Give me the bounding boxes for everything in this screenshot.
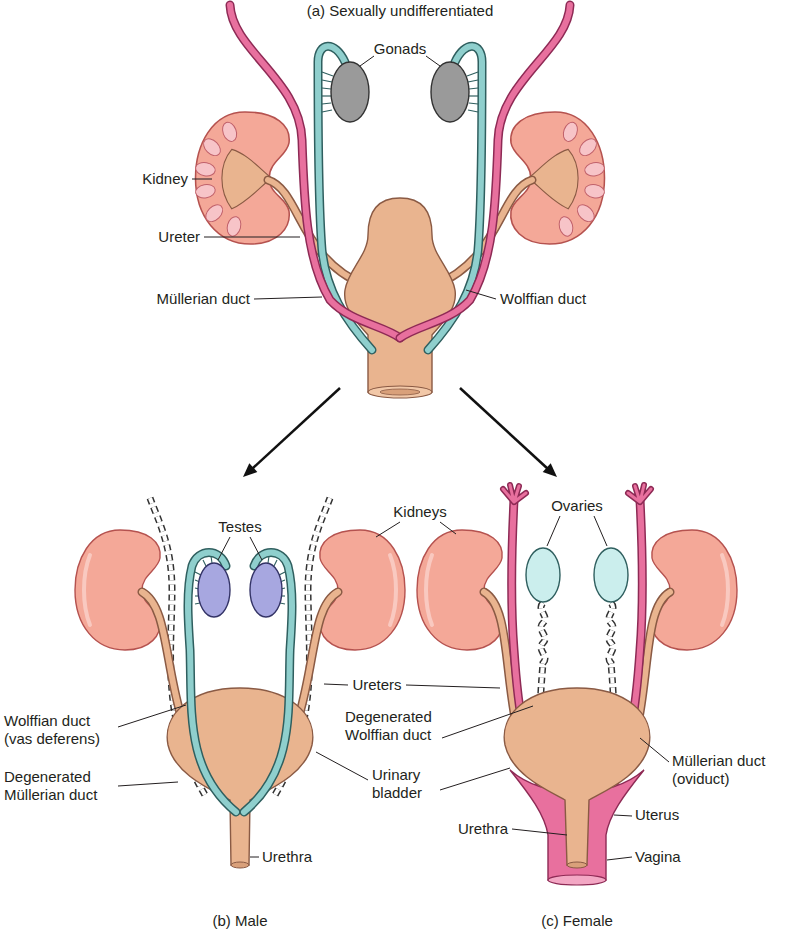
part-label: Ureter <box>158 228 200 246</box>
tubules <box>322 88 331 89</box>
male-duct-side <box>244 553 292 813</box>
leader-lines <box>512 829 567 835</box>
leader-lines <box>192 179 212 180</box>
tubules <box>203 560 206 566</box>
part-label: Vagina <box>635 848 681 866</box>
kidney <box>84 555 90 625</box>
kidney <box>75 530 160 650</box>
part-label: Degenerated Müllerian duct <box>4 768 116 804</box>
sinus-opening <box>368 386 432 398</box>
kidney <box>417 530 502 650</box>
leader-lines <box>547 516 560 546</box>
leader-lines <box>250 857 259 858</box>
leader-lines <box>376 522 400 537</box>
renal-pyramids <box>200 136 223 159</box>
urogenital-sinus <box>345 198 456 392</box>
leader-lines <box>614 815 632 816</box>
panel-caption: (b) Male <box>212 912 267 930</box>
part-label: Urethra <box>262 848 312 866</box>
part-label: Kidney <box>142 170 188 188</box>
development-arrow <box>243 388 340 477</box>
leader-lines <box>254 297 322 299</box>
leader-lines <box>324 684 348 685</box>
part-label: Urethra <box>458 820 508 838</box>
kidney <box>75 530 160 650</box>
panel-heading: (a) Sexually undifferentiated <box>307 2 494 20</box>
leader-lines <box>426 56 440 66</box>
wolffian-duct-edge <box>318 46 372 350</box>
tubules <box>322 110 332 112</box>
kidney <box>426 555 432 625</box>
tubules <box>322 80 332 82</box>
fimbriae-edge <box>503 485 526 502</box>
leader-lines <box>442 706 533 738</box>
development-arrow <box>243 463 257 477</box>
gonad <box>331 62 369 122</box>
renal-pyramids <box>220 120 239 143</box>
part-label: Gonads <box>374 40 427 58</box>
part-label: Urinary bladder <box>372 766 438 802</box>
urethra-opening <box>567 862 587 868</box>
leader-lines <box>218 537 230 560</box>
kidney-outline <box>196 112 290 244</box>
renal-pyramids <box>203 202 226 225</box>
tubules <box>322 72 333 76</box>
leader-lines <box>316 752 368 780</box>
development-arrow <box>252 388 340 469</box>
development-arrow <box>460 388 557 477</box>
panel-caption: (c) Female <box>541 912 613 930</box>
vas-deferens-edge <box>188 553 236 813</box>
undifferentiated-kidney-side <box>435 112 605 285</box>
leader-lines <box>250 537 262 560</box>
ovary <box>526 548 560 602</box>
male-duct-side <box>188 553 236 813</box>
leader-lines <box>118 705 186 727</box>
tubules <box>322 95 331 96</box>
leader-lines <box>640 738 669 762</box>
part-label: Müllerian duct <box>157 290 250 308</box>
urethra-opening <box>231 862 249 868</box>
tubules <box>322 103 331 104</box>
wolffian-duct <box>318 46 372 350</box>
part-label: Ovaries <box>551 497 603 515</box>
part-label: Testes <box>218 518 261 536</box>
vagina-opening <box>548 875 606 885</box>
kidney <box>417 530 502 650</box>
testis <box>198 563 230 617</box>
vas-deferens <box>188 553 236 813</box>
part-label: Wolffian duct (vas deferens) <box>4 712 116 748</box>
leader-lines <box>466 290 496 299</box>
part-label: Wolffian duct <box>500 290 586 308</box>
leader-lines <box>118 782 178 786</box>
tubules <box>211 556 212 563</box>
kidney <box>195 112 290 244</box>
part-label: Kidneys <box>393 503 446 521</box>
part-label: Degenerated Wolffian duct <box>345 708 445 744</box>
leader-lines <box>440 522 456 534</box>
female-bladder <box>504 688 650 865</box>
leader-lines <box>204 237 300 238</box>
leader-lines <box>594 516 607 546</box>
leader-lines <box>118 56 669 860</box>
renal-pyramids <box>195 161 217 177</box>
part-label: Ureters <box>352 676 401 694</box>
undifferentiated-kidney-side <box>195 112 365 285</box>
sinus-lumen <box>380 389 420 395</box>
part-label: Uterus <box>635 806 679 824</box>
leader-lines <box>607 857 632 860</box>
leader-lines <box>360 56 374 66</box>
fimbriae <box>503 485 526 502</box>
leader-lines <box>440 768 510 790</box>
renal-pyramids <box>225 215 243 238</box>
leader-lines <box>406 685 500 688</box>
part-label: Müllerian duct (oviduct) <box>672 752 794 788</box>
renal-pyramids <box>195 183 217 199</box>
